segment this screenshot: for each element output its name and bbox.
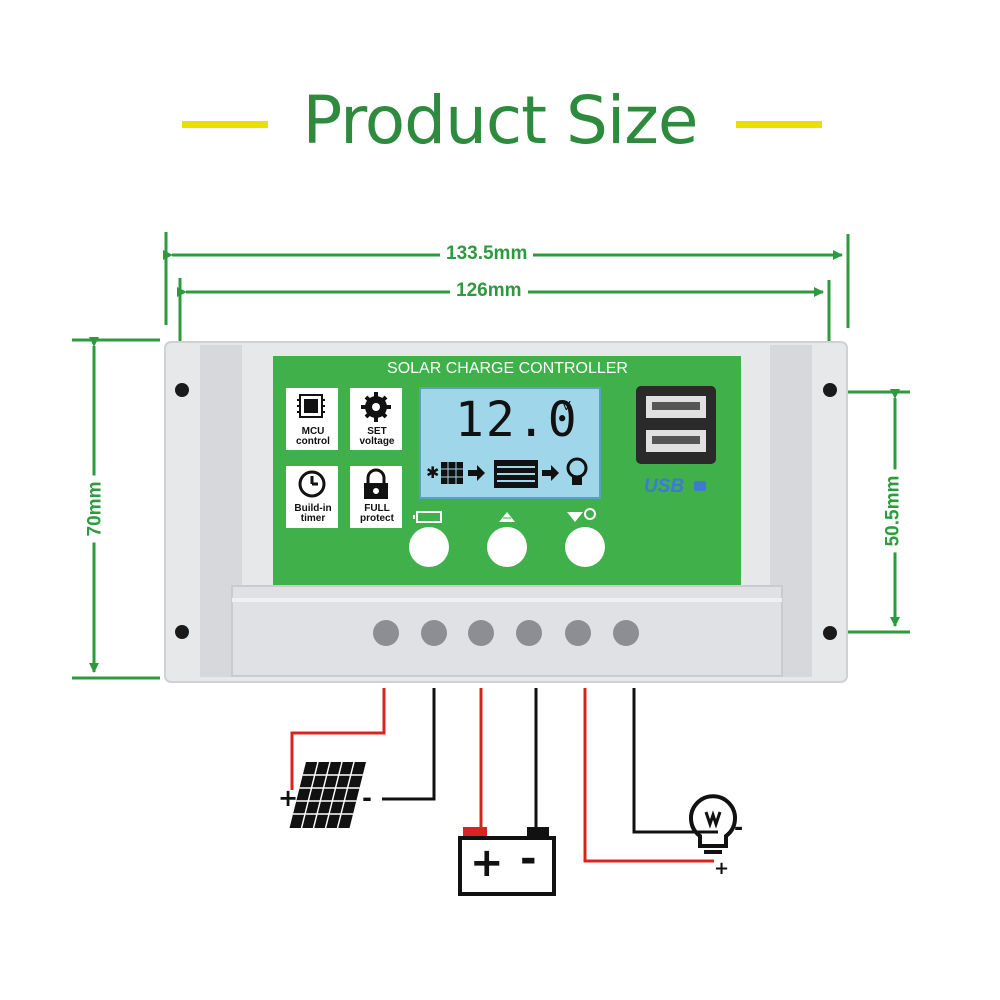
load-plus-sign: + [714,858,730,879]
lock-icon [364,468,388,499]
feature-box-mcu [286,388,338,450]
usb-plug-icon [694,481,706,491]
svg-text:✱: ✱ [426,463,439,482]
wire-solar-minus [382,688,436,801]
clock-icon [298,470,326,498]
dim-label-inner-width: 126mm [450,280,528,302]
dim-label-hole-spacing: 50.5mm [882,469,905,553]
solar-minus-sign: - [362,784,372,812]
light-bulb-icon [689,794,737,854]
load-minus-sign: - [734,816,744,841]
lcd-value: 12.0 [455,392,579,448]
wire-load-plus [583,688,714,863]
gear-icon [361,392,391,422]
screw-2 [421,620,447,646]
terminal-screws [373,620,639,646]
solar-plus-sign: + [278,784,299,812]
down-arrow-bulb-icon [567,508,596,522]
mounting-holes [175,383,837,640]
lcd-solar-icon: ✱ [426,462,463,484]
wire-solar-plus [290,688,386,790]
hole-top-right [823,383,837,397]
screw-1 [373,620,399,646]
lcd-unit: V [562,398,571,413]
up-button[interactable] [487,527,527,567]
lcd-display: ✱ [419,387,601,499]
battery-icon [413,511,442,523]
battery-plus-sign: + [470,840,504,886]
battery-button[interactable] [409,527,449,567]
extension-lines [72,232,910,680]
screw-6 [613,620,639,646]
feature-icons [286,388,402,528]
title-bar-left [182,121,268,128]
button-icons [413,508,596,523]
hole-bottom-right [823,626,837,640]
screw-5 [565,620,591,646]
dim-label-height: 70mm [84,475,107,543]
panel-title: SOLAR CHARGE CONTROLLER [387,360,628,377]
wiring [290,688,718,863]
screw-4 [516,620,542,646]
lcd-bulb-icon [566,457,588,485]
page-title: Product Size [302,82,698,159]
title-bar-right [736,121,822,128]
solar-panel-icon [289,762,366,828]
usb-label: USB [644,476,685,497]
lcd-arrow-1 [468,465,485,481]
dim-label-outer-width: 133.5mm [440,243,534,265]
up-arrow-icon [499,512,515,522]
screw-3 [468,620,494,646]
battery-minus-sign: - [520,836,537,882]
lcd-battery-icon [494,460,538,488]
hole-top-left [175,383,189,397]
battery-pack-icon [458,827,556,896]
down-button[interactable] [565,527,605,567]
chip-icon [297,394,325,418]
usb-ports [636,386,716,491]
wire-load-minus [632,688,718,834]
lcd-arrow-2 [542,465,559,481]
hole-bottom-left [175,625,189,639]
